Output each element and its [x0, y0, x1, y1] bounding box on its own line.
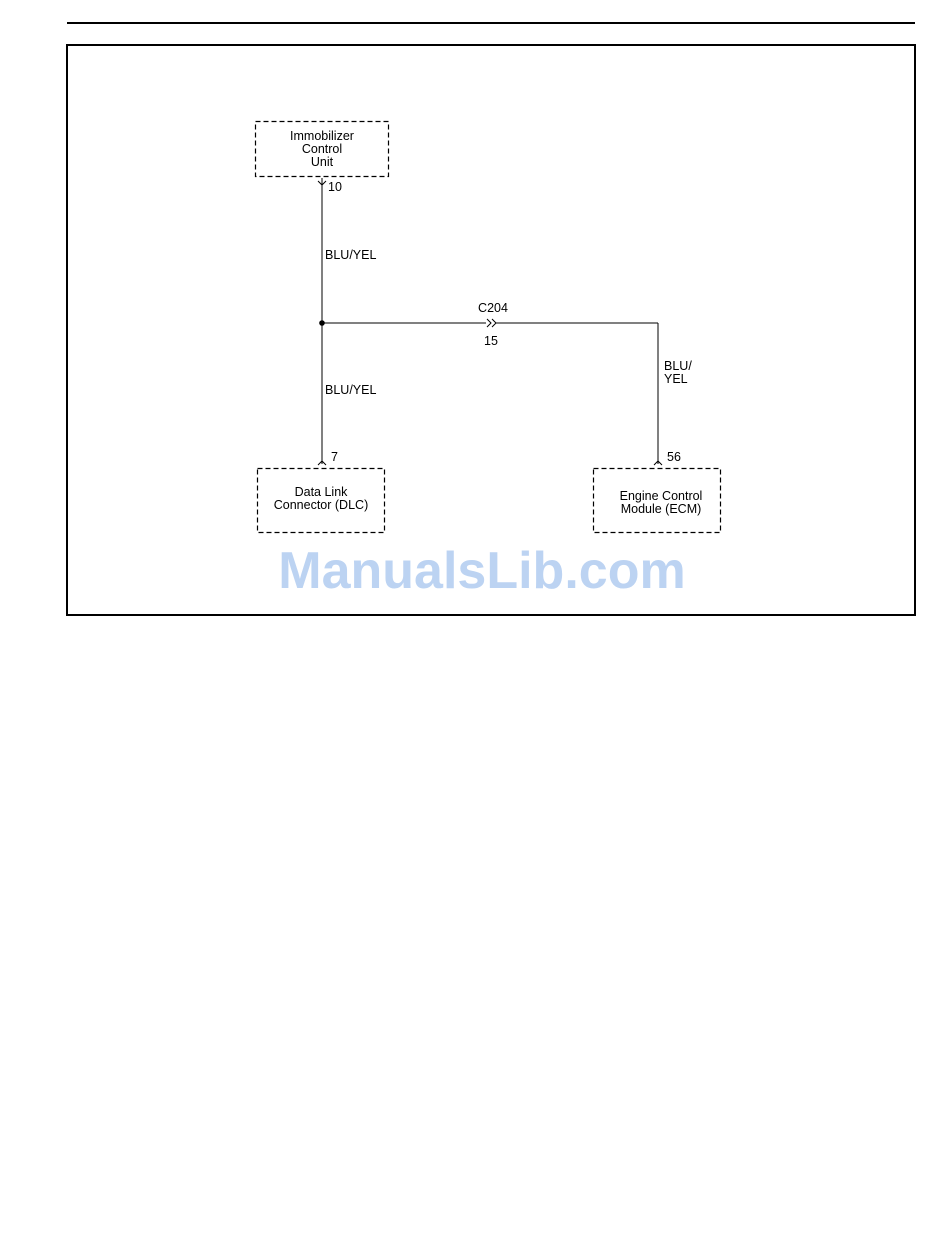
- lower-wire-color-label: BLU/YEL: [325, 383, 376, 397]
- ecm-wire-color-label-line-1: BLU/: [664, 359, 692, 373]
- immobilizer-pin-number: 10: [328, 180, 342, 194]
- splice-dot: [319, 320, 325, 326]
- c204-connector-symbol: [487, 319, 496, 327]
- upper-wire-color-label: BLU/YEL: [325, 248, 376, 262]
- ecm-label-line-2: Module (ECM): [621, 502, 702, 516]
- dlc-label-line-1: Data Link: [295, 485, 349, 499]
- ecm-wire-color-label-line-2: YEL: [664, 372, 688, 386]
- immobilizer-label-line-1: Immobilizer: [290, 129, 354, 143]
- connector-name-label: C204: [478, 301, 508, 315]
- dlc-pin-number: 7: [331, 450, 338, 464]
- immobilizer-label-line-3: Unit: [311, 155, 334, 169]
- ecm-label-line-1: Engine Control: [620, 489, 703, 503]
- connector-pin-label: 15: [484, 334, 498, 348]
- immobilizer-label-line-2: Control: [302, 142, 342, 156]
- watermark-text: ManualsLib.com: [278, 542, 685, 600]
- ecm-pin-number: 56: [667, 450, 681, 464]
- dlc-label-line-2: Connector (DLC): [274, 498, 368, 512]
